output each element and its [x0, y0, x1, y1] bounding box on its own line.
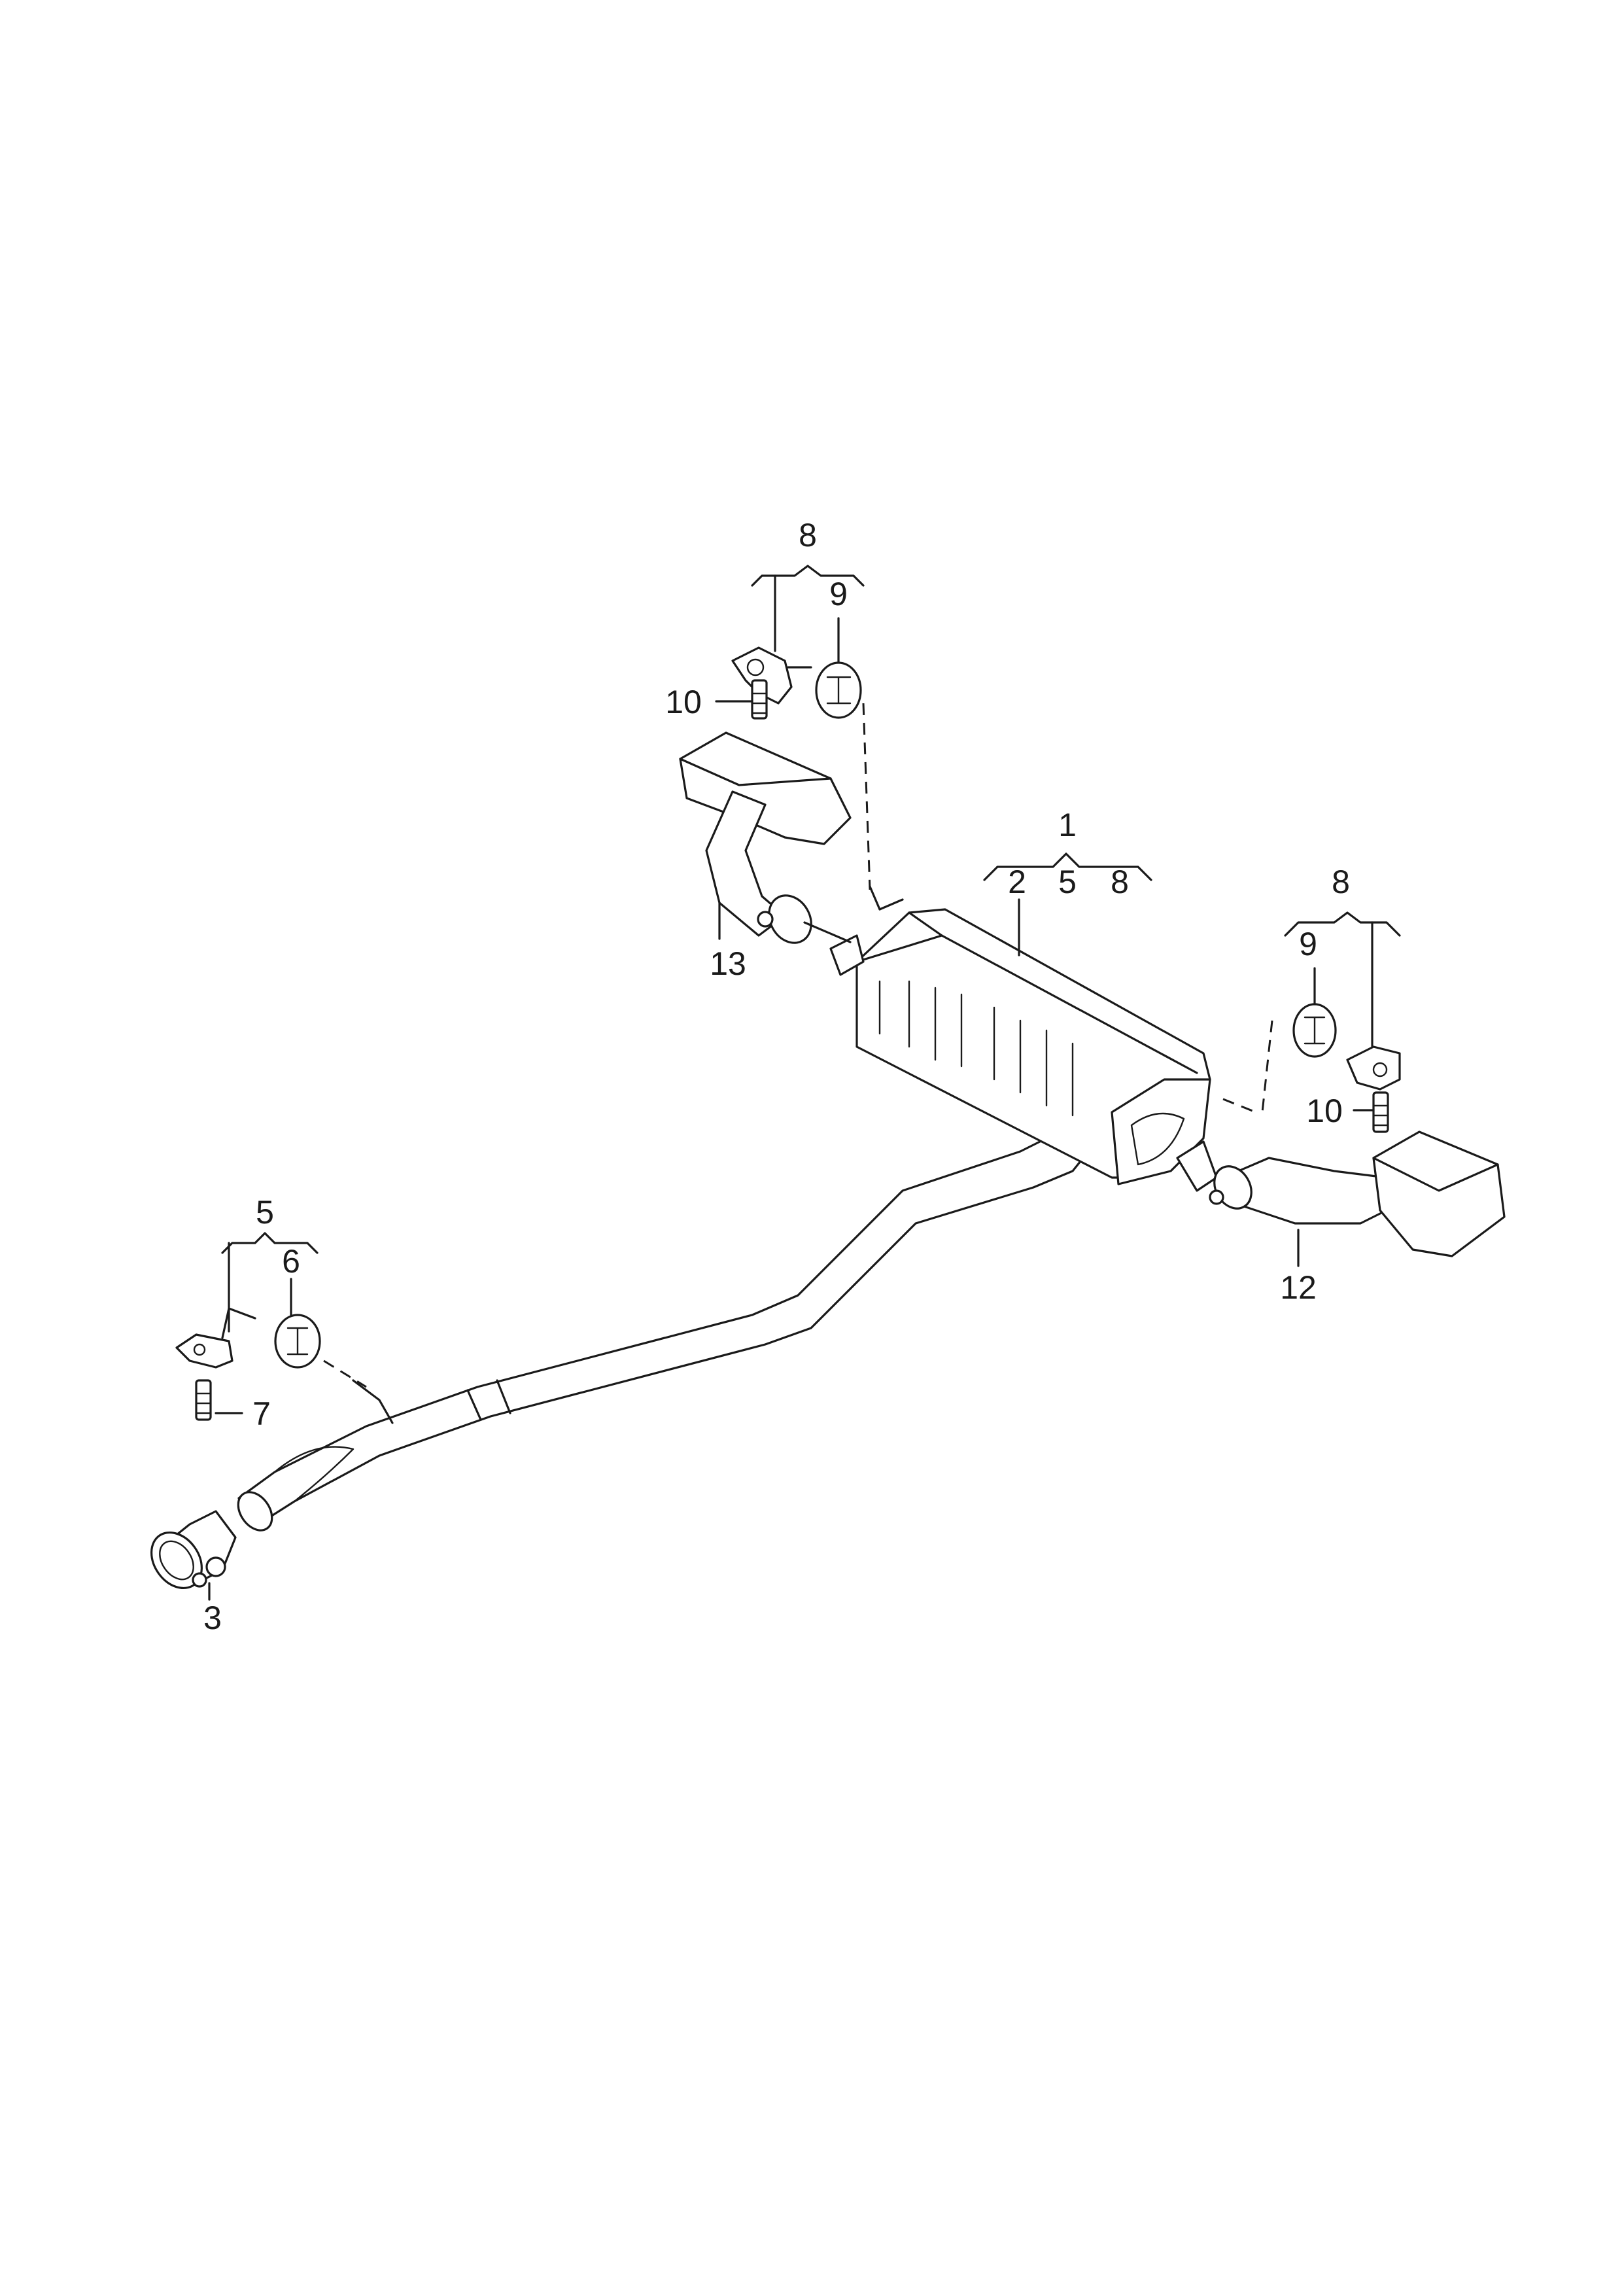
callout-7: 7: [252, 1395, 271, 1432]
tailpipe-left: [679, 731, 852, 944]
tailpipe-right: [1209, 1130, 1506, 1257]
rear-hanger-left: [731, 646, 881, 911]
callout-6: 6: [282, 1243, 300, 1280]
callout-8-right: 8: [1332, 864, 1350, 900]
callout-8-mid: 8: [1111, 864, 1129, 900]
callout-8-top: 8: [799, 517, 817, 553]
callout-3: 3: [203, 1600, 222, 1636]
callout-2: 2: [1008, 864, 1026, 900]
callout-12: 12: [1280, 1269, 1317, 1306]
clamp-front: [150, 1510, 237, 1590]
callout-9-left: 9: [829, 576, 848, 612]
leader-lines: [208, 565, 1401, 1601]
callout-1: 1: [1058, 807, 1077, 843]
rear-silencer: [829, 898, 1256, 1192]
callout-10-right: 10: [1306, 1093, 1343, 1129]
callout-5-left: 5: [256, 1194, 274, 1231]
callout-9-right: 9: [1299, 926, 1317, 962]
callout-5-top: 5: [1058, 864, 1077, 900]
callout-10-left: 10: [665, 684, 702, 720]
callout-13: 13: [710, 945, 746, 982]
callout-labels: 8 9 10 1 2 5 8 8 9 10 13 12 5 6 7 3: [203, 517, 1350, 1636]
rear-hanger-right: [1261, 1003, 1401, 1133]
front-pipe: [237, 1111, 1100, 1532]
front-hanger-assembly: [175, 1307, 394, 1424]
